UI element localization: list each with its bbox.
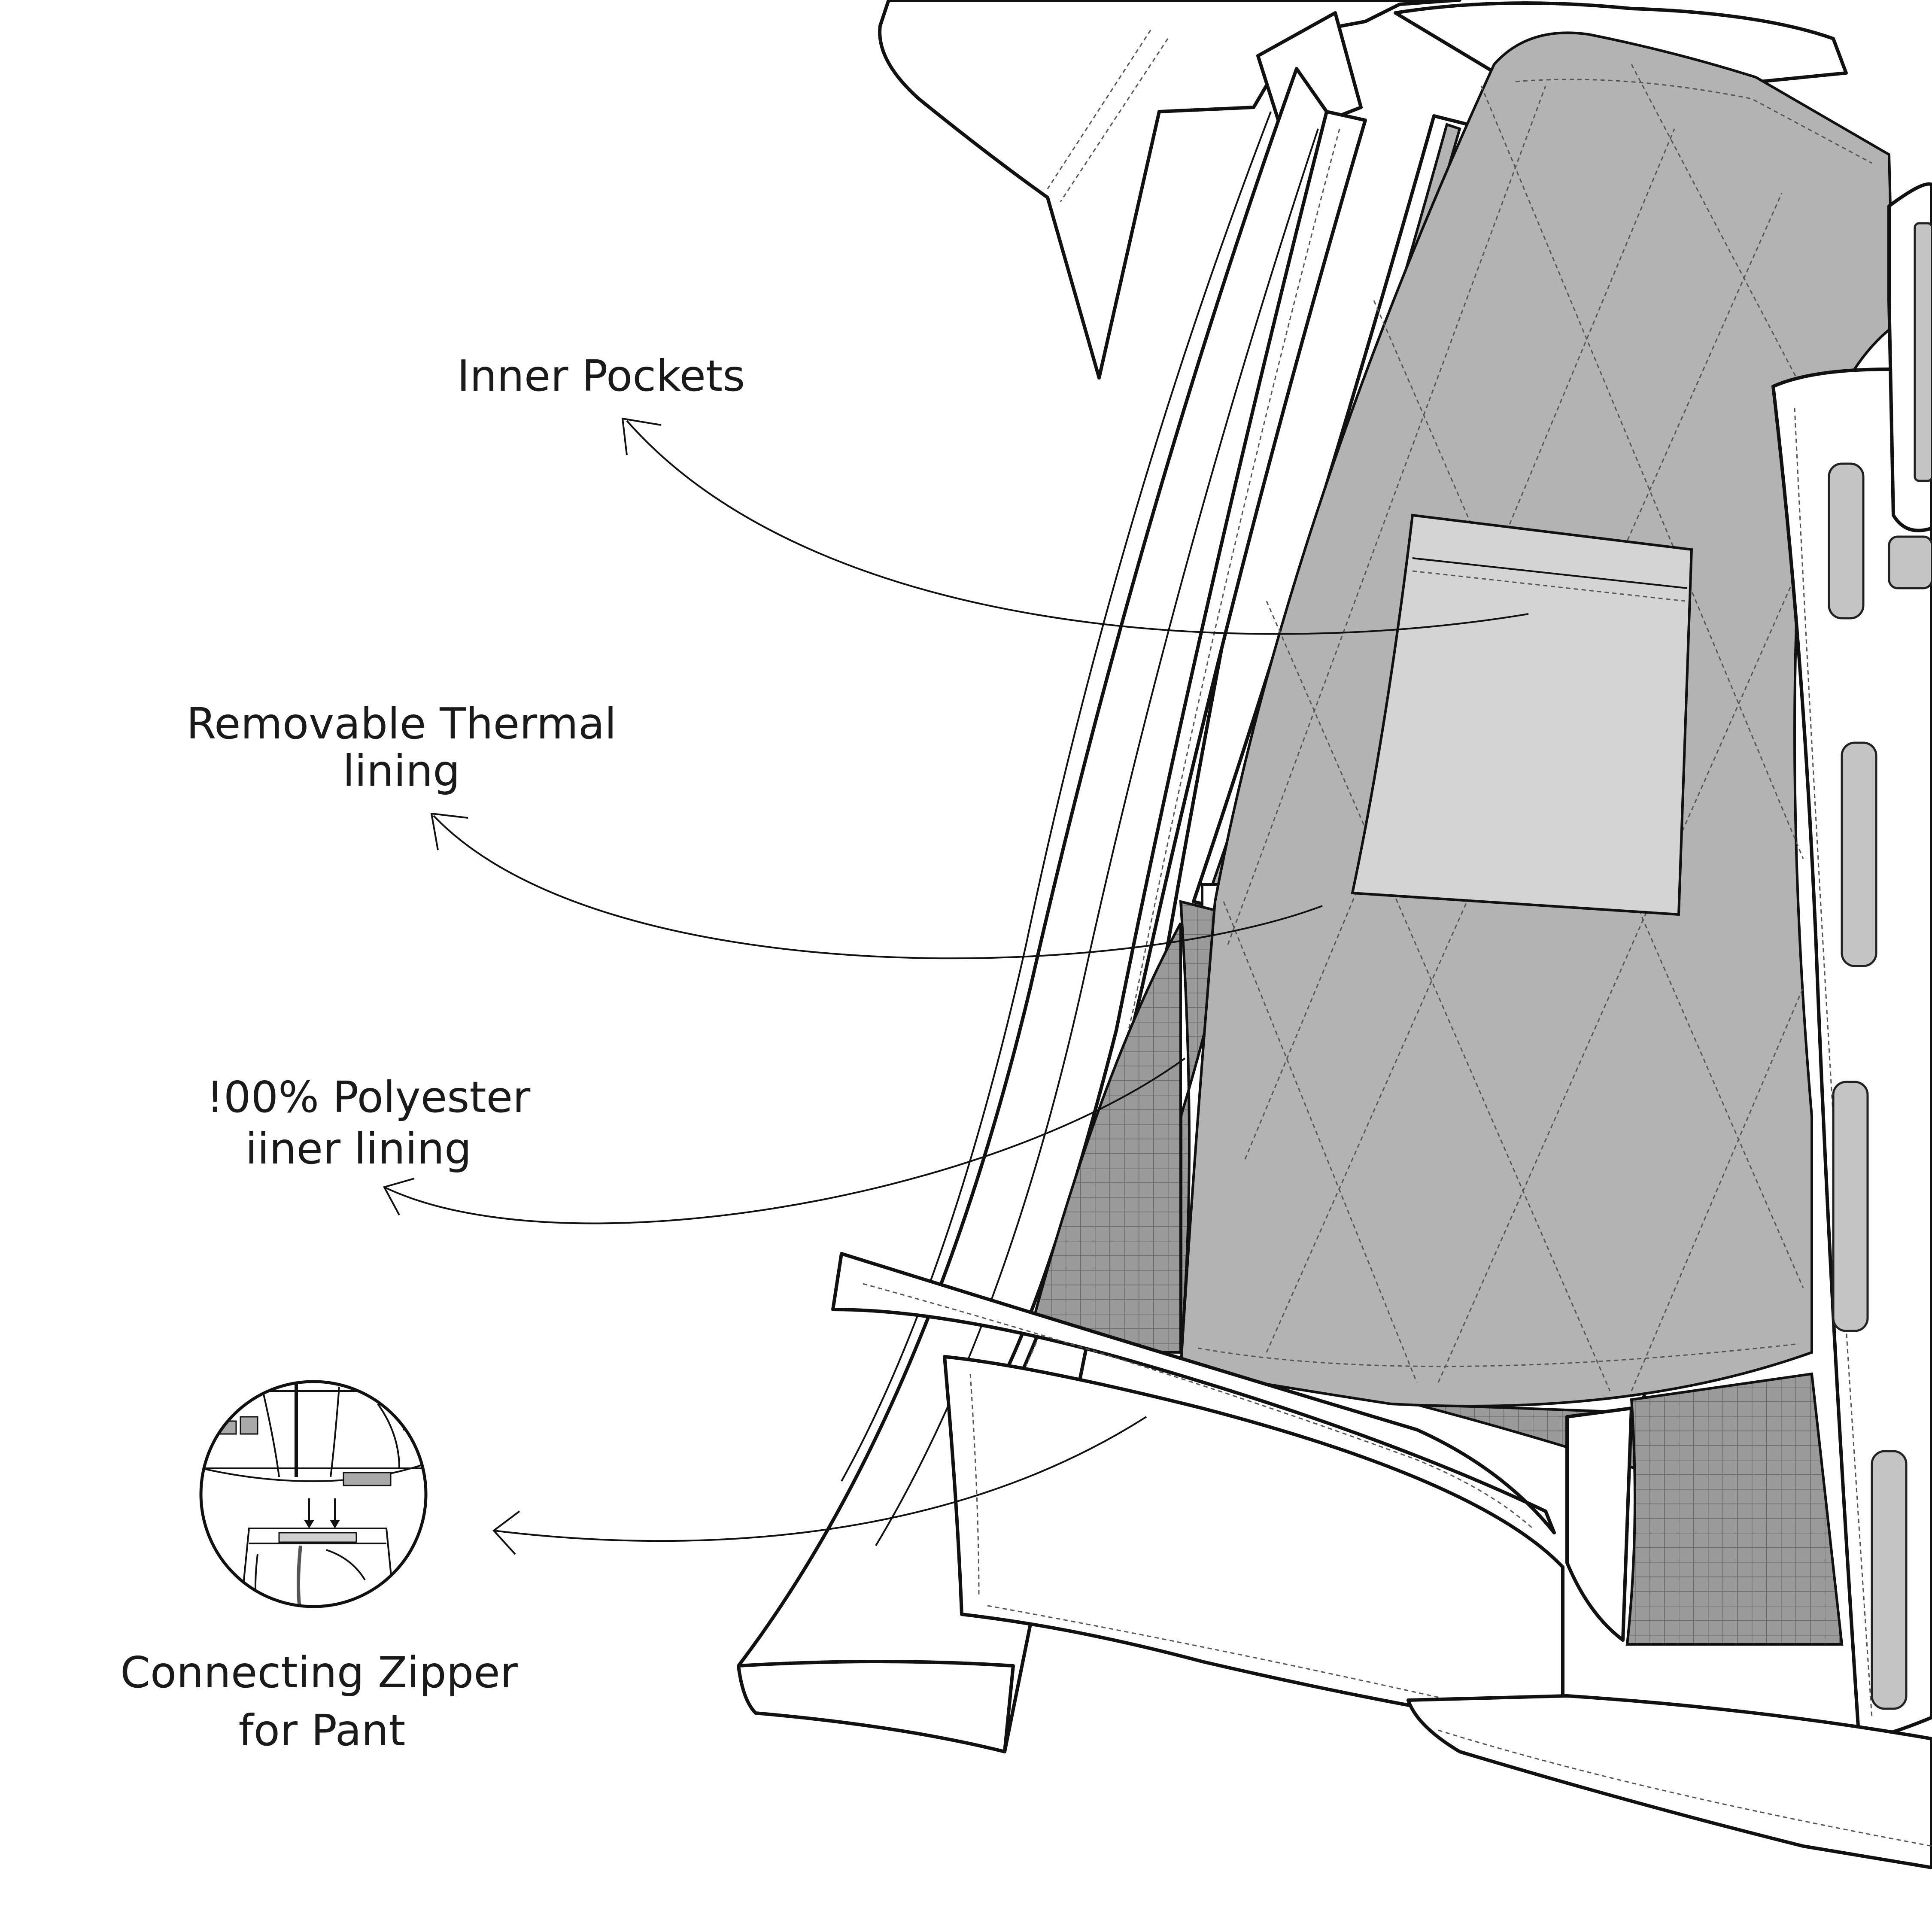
label-zipper-line1: Connecting Zipper xyxy=(120,1647,518,1698)
leader-inner-pockets xyxy=(626,420,1529,635)
vent-4 xyxy=(1871,1450,1908,1710)
leader-thermal-lining xyxy=(433,815,1323,960)
callout-labels: Inner Pockets Removable Thermal lining !… xyxy=(120,351,745,1756)
jacket-illustration xyxy=(737,0,1932,1869)
vent-3 xyxy=(1832,1081,1869,1332)
arrowhead-inner-pockets xyxy=(621,417,662,456)
label-polyester-line1: !00% Polyester xyxy=(207,1072,531,1122)
leader-lines xyxy=(383,417,1529,1555)
label-inner-pockets: Inner Pockets xyxy=(457,351,745,401)
leader-connecting-zipper xyxy=(493,1416,1147,1542)
bottom-flap xyxy=(943,1355,1564,1715)
zipper-detail-inset xyxy=(199,1380,428,1608)
label-thermal-line1: Removable Thermal xyxy=(186,699,617,749)
label-thermal-line2: lining xyxy=(343,746,460,796)
leader-polyester xyxy=(384,1057,1186,1224)
arrowhead-thermal xyxy=(430,812,468,851)
inner-pocket xyxy=(1351,513,1693,916)
arrowhead-zipper xyxy=(492,1510,520,1555)
zipper-detail-circle xyxy=(199,1380,428,1608)
label-zipper-line2: for Pant xyxy=(239,1705,406,1756)
arrowhead-polyester xyxy=(383,1178,415,1215)
label-polyester-line2: iiner lining xyxy=(246,1124,472,1174)
sleeve-top xyxy=(878,0,1461,380)
vent-2 xyxy=(1841,741,1877,967)
bottom-hem xyxy=(831,1252,1556,1534)
vent-1 xyxy=(1828,462,1865,620)
